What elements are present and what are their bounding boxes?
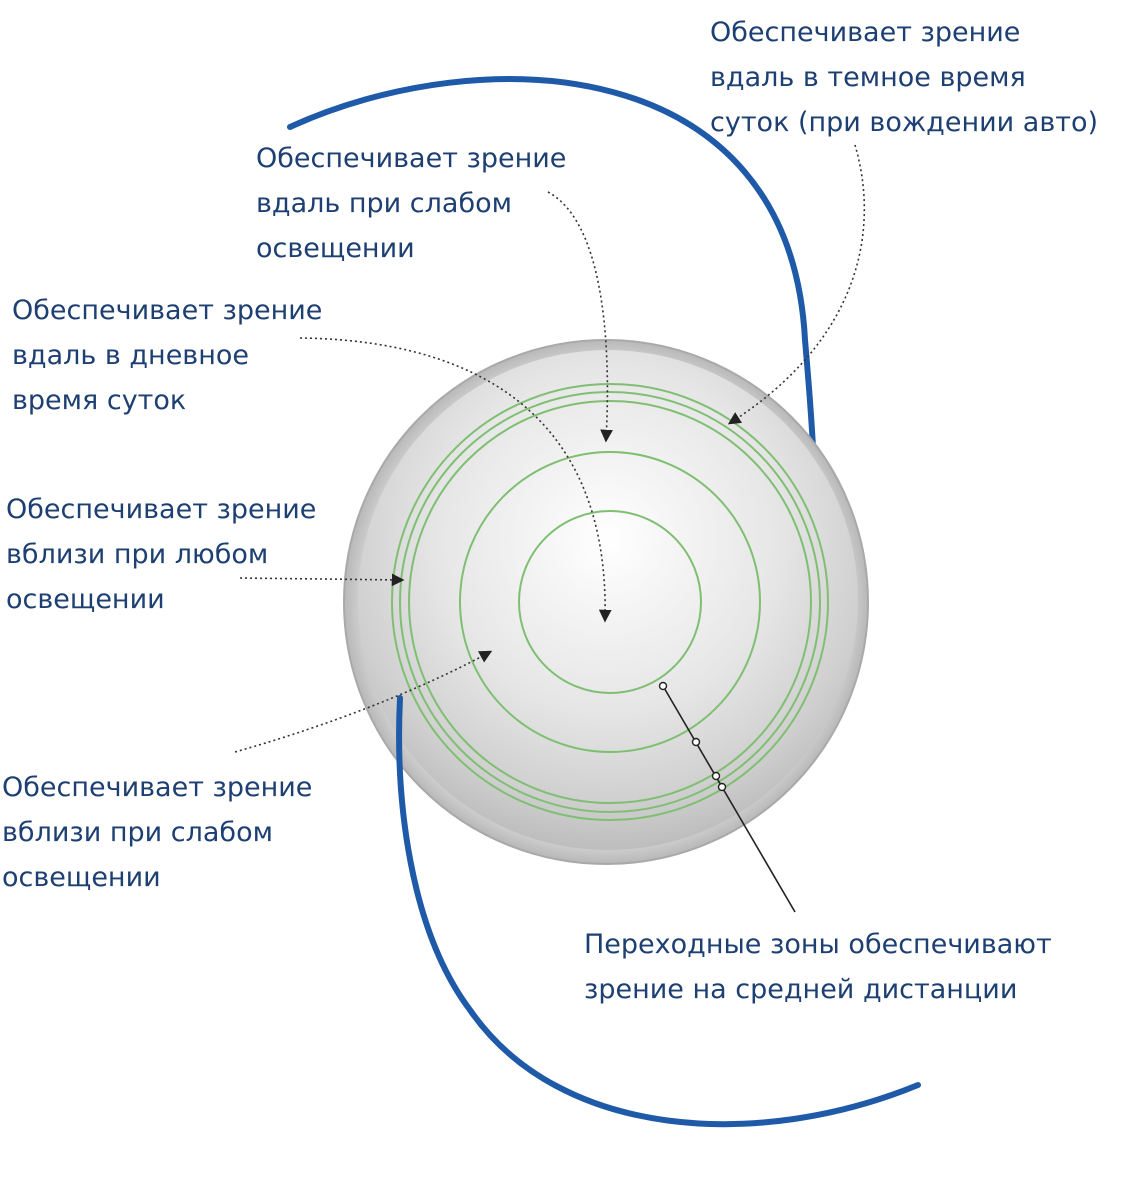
label-distance-day-line-2: вдаль в дневное — [12, 340, 250, 371]
lens-optic — [358, 350, 858, 850]
label-distance-dim-line-2: вдаль при слабом — [256, 188, 512, 219]
label-distance-dim-line-1: Обеспечивает зрение — [256, 143, 567, 174]
label-night-driving-line-2: вдаль в темное время — [710, 62, 1026, 93]
label-near-any-line-1: Обеспечивает зрение — [6, 494, 317, 525]
label-distance-day-line-3: время суток — [12, 385, 187, 416]
label-night-driving-line-1: Обеспечивает зрение — [710, 17, 1021, 48]
label-transition-line-2: зрение на средней дистанции — [584, 974, 1018, 1005]
label-near-dim-line-2: вблизи при слабом — [2, 817, 273, 848]
transition-node-3 — [711, 771, 721, 781]
pointer-near-any — [239, 573, 405, 587]
pointer-transition — [658, 681, 796, 913]
transition-node-2 — [691, 737, 701, 747]
transition-node-1 — [658, 681, 668, 691]
zone-ring-inner — [518, 510, 702, 694]
label-transition: Переходные зоны обеспечивают зрение на с… — [584, 922, 1052, 1012]
label-near-dim-line-3: освещении — [2, 862, 161, 893]
label-distance-dim-line-3: освещении — [256, 233, 415, 264]
transition-node-4 — [717, 782, 727, 792]
zone-ring-outer-3 — [408, 400, 812, 804]
label-near-any-line-3: освещении — [6, 584, 165, 615]
label-distance-day: Обеспечивает зрение вдаль в дневное врем… — [12, 288, 322, 423]
lower-haptic — [396, 695, 921, 1128]
pointer-night-driving — [727, 144, 866, 425]
zone-ring-outer-1 — [391, 383, 829, 821]
label-night-driving-line-3: суток (при вождении авто) — [710, 107, 1099, 138]
label-night-driving: Обеспечивает зрение вдаль в темное время… — [710, 10, 1098, 145]
label-near-any: Обеспечивает зрение вблизи при любом осв… — [6, 487, 316, 622]
label-distance-day-line-1: Обеспечивает зрение — [12, 295, 323, 326]
zone-ring-outer-2 — [399, 391, 821, 813]
zone-ring-middle — [459, 451, 761, 753]
optical-zone-rings — [391, 383, 829, 821]
label-near-dim-line-1: Обеспечивает зрение — [2, 772, 313, 803]
pointer-distance-day — [299, 337, 612, 623]
label-distance-dim: Обеспечивает зрение вдаль при слабом осв… — [256, 136, 566, 271]
label-near-any-line-2: вблизи при любом — [6, 539, 269, 570]
label-transition-line-1: Переходные зоны обеспечивают — [584, 929, 1052, 960]
label-near-dim: Обеспечивает зрение вблизи при слабом ос… — [2, 765, 312, 900]
